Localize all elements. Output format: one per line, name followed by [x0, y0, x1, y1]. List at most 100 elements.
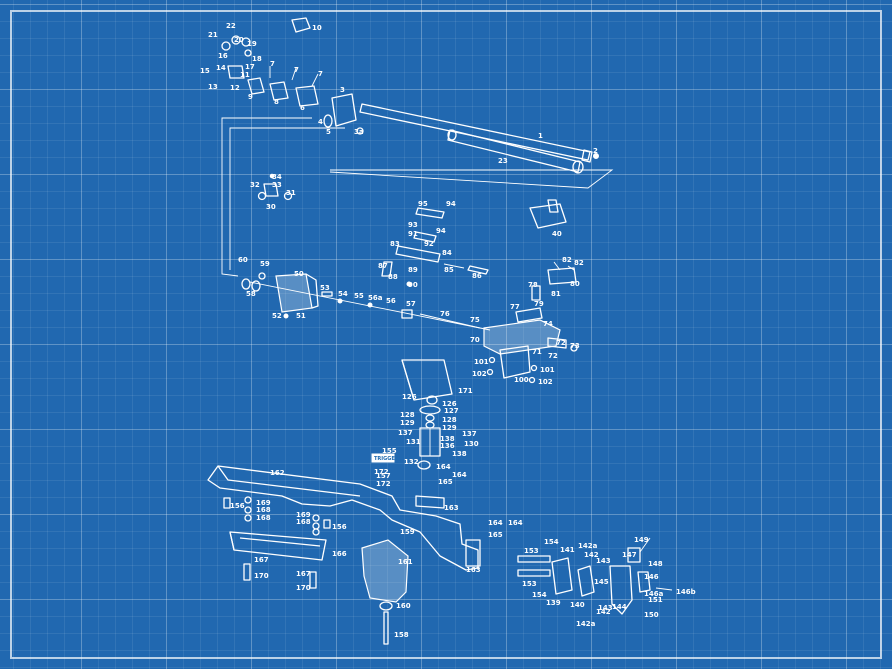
part-label-7: 7	[294, 66, 299, 74]
part-label-1: 1	[538, 132, 543, 140]
part-label-5: 5	[326, 128, 331, 136]
part-label-163: 163	[444, 504, 459, 512]
part-label-88: 88	[388, 273, 398, 281]
part-label-72: 72	[548, 352, 558, 360]
part-label-165: 165	[438, 478, 453, 486]
part-label-12: 12	[230, 84, 240, 92]
part-label-162: 162	[270, 469, 285, 477]
part-label-94: 94	[436, 227, 446, 235]
part-label-3a: 3a	[354, 128, 364, 136]
part-label-131: 131	[406, 438, 421, 446]
part-label-60: 60	[238, 256, 248, 264]
part-label-146a: 146a	[644, 590, 664, 598]
part-label-136: 136	[440, 442, 455, 450]
part-label-143: 143	[596, 557, 611, 565]
part-label-50: 50	[294, 270, 304, 278]
part-label-30: 30	[266, 203, 276, 211]
part-label-52: 52	[272, 312, 282, 320]
part-label-55: 55	[354, 292, 364, 300]
trigger-plate-text: TRIGGER	[374, 456, 399, 462]
part-label-57: 57	[406, 300, 416, 308]
part-label-146b: 146b	[676, 588, 696, 596]
part-label-167: 167	[296, 570, 311, 578]
part-label-140: 140	[570, 601, 585, 609]
part-label-85: 85	[444, 266, 454, 274]
part-label-10: 10	[312, 24, 322, 32]
part-label-142: 142	[596, 608, 611, 616]
assembly-guide-line	[221, 117, 312, 277]
barrel-sleeve-part	[447, 129, 584, 174]
part-label-156: 156	[332, 523, 347, 531]
trigger-guard-front-parts	[531, 261, 577, 301]
part-label-144: 144	[612, 603, 627, 611]
part-label-87: 87	[378, 262, 388, 270]
part-label-89: 89	[408, 266, 418, 274]
part-label-145: 145	[594, 578, 609, 586]
part-label-164: 164	[436, 463, 451, 471]
air-cylinder-block	[401, 359, 453, 401]
receiver-part	[483, 307, 578, 355]
part-label-95: 95	[418, 200, 428, 208]
part-label-7: 7	[270, 60, 275, 68]
part-label-153: 153	[522, 580, 537, 588]
part-label-149: 149	[634, 536, 649, 544]
part-label-138: 138	[440, 435, 455, 443]
pistol-grip-part	[361, 539, 409, 603]
front-sight-parts	[221, 17, 364, 135]
part-label-166: 166	[332, 550, 347, 558]
part-label-170: 170	[254, 572, 269, 580]
part-label-142a: 142a	[578, 542, 598, 550]
part-label-161: 161	[398, 558, 413, 566]
part-label-167: 167	[254, 556, 269, 564]
part-label-20: 20	[234, 36, 244, 44]
part-label-59: 59	[260, 260, 270, 268]
part-label-3: 3	[340, 86, 345, 94]
part-label-139: 139	[546, 599, 561, 607]
part-label-86: 86	[472, 272, 482, 280]
part-label-142a: 142a	[576, 620, 596, 628]
part-label-126: 126	[442, 400, 457, 408]
part-label-33: 33	[272, 181, 282, 189]
part-label-7: 7	[318, 70, 323, 78]
part-label-101: 101	[474, 358, 489, 366]
part-label-51: 51	[296, 312, 306, 320]
part-label-23: 23	[498, 157, 508, 165]
part-label-94: 94	[446, 200, 456, 208]
cylinder-part	[241, 272, 481, 329]
stock-screws	[223, 496, 331, 589]
part-label-132: 132	[404, 458, 419, 466]
part-label-146: 146	[644, 573, 659, 581]
part-label-168: 168	[256, 514, 271, 522]
part-label-14: 14	[216, 64, 226, 72]
part-label-142: 142	[584, 551, 599, 559]
part-label-82: 82	[574, 259, 584, 267]
part-label-72: 72	[556, 339, 566, 347]
part-label-9: 9	[248, 93, 253, 101]
part-label-92: 92	[424, 240, 434, 248]
part-label-128: 128	[400, 411, 415, 419]
assembly-guide-line-right	[329, 169, 614, 189]
part-label-31: 31	[286, 189, 296, 197]
part-label-77: 77	[510, 303, 520, 311]
part-label-129: 129	[400, 419, 415, 427]
part-label-154: 154	[544, 538, 559, 546]
part-label-137: 137	[462, 430, 477, 438]
part-label-74: 74	[543, 320, 553, 328]
part-label-76: 76	[440, 310, 450, 318]
part-label-157: 157	[376, 472, 391, 480]
part-label-143: 143	[598, 604, 613, 612]
part-label-126: 126	[402, 393, 417, 401]
part-label-73: 73	[570, 342, 580, 350]
part-label-159: 159	[400, 528, 415, 536]
part-label-19: 19	[247, 40, 257, 48]
part-label-83: 83	[390, 240, 400, 248]
part-label-168: 168	[296, 518, 311, 526]
part-label-82: 82	[562, 256, 572, 264]
part-label-11: 11	[240, 71, 250, 79]
part-label-71: 71	[532, 348, 542, 356]
part-label-172: 172	[374, 468, 389, 476]
part-label-70: 70	[470, 336, 480, 344]
stock-frame-part: TRIGGER	[207, 453, 479, 571]
part-label-32: 32	[250, 181, 260, 189]
diopter-parts	[257, 173, 293, 201]
